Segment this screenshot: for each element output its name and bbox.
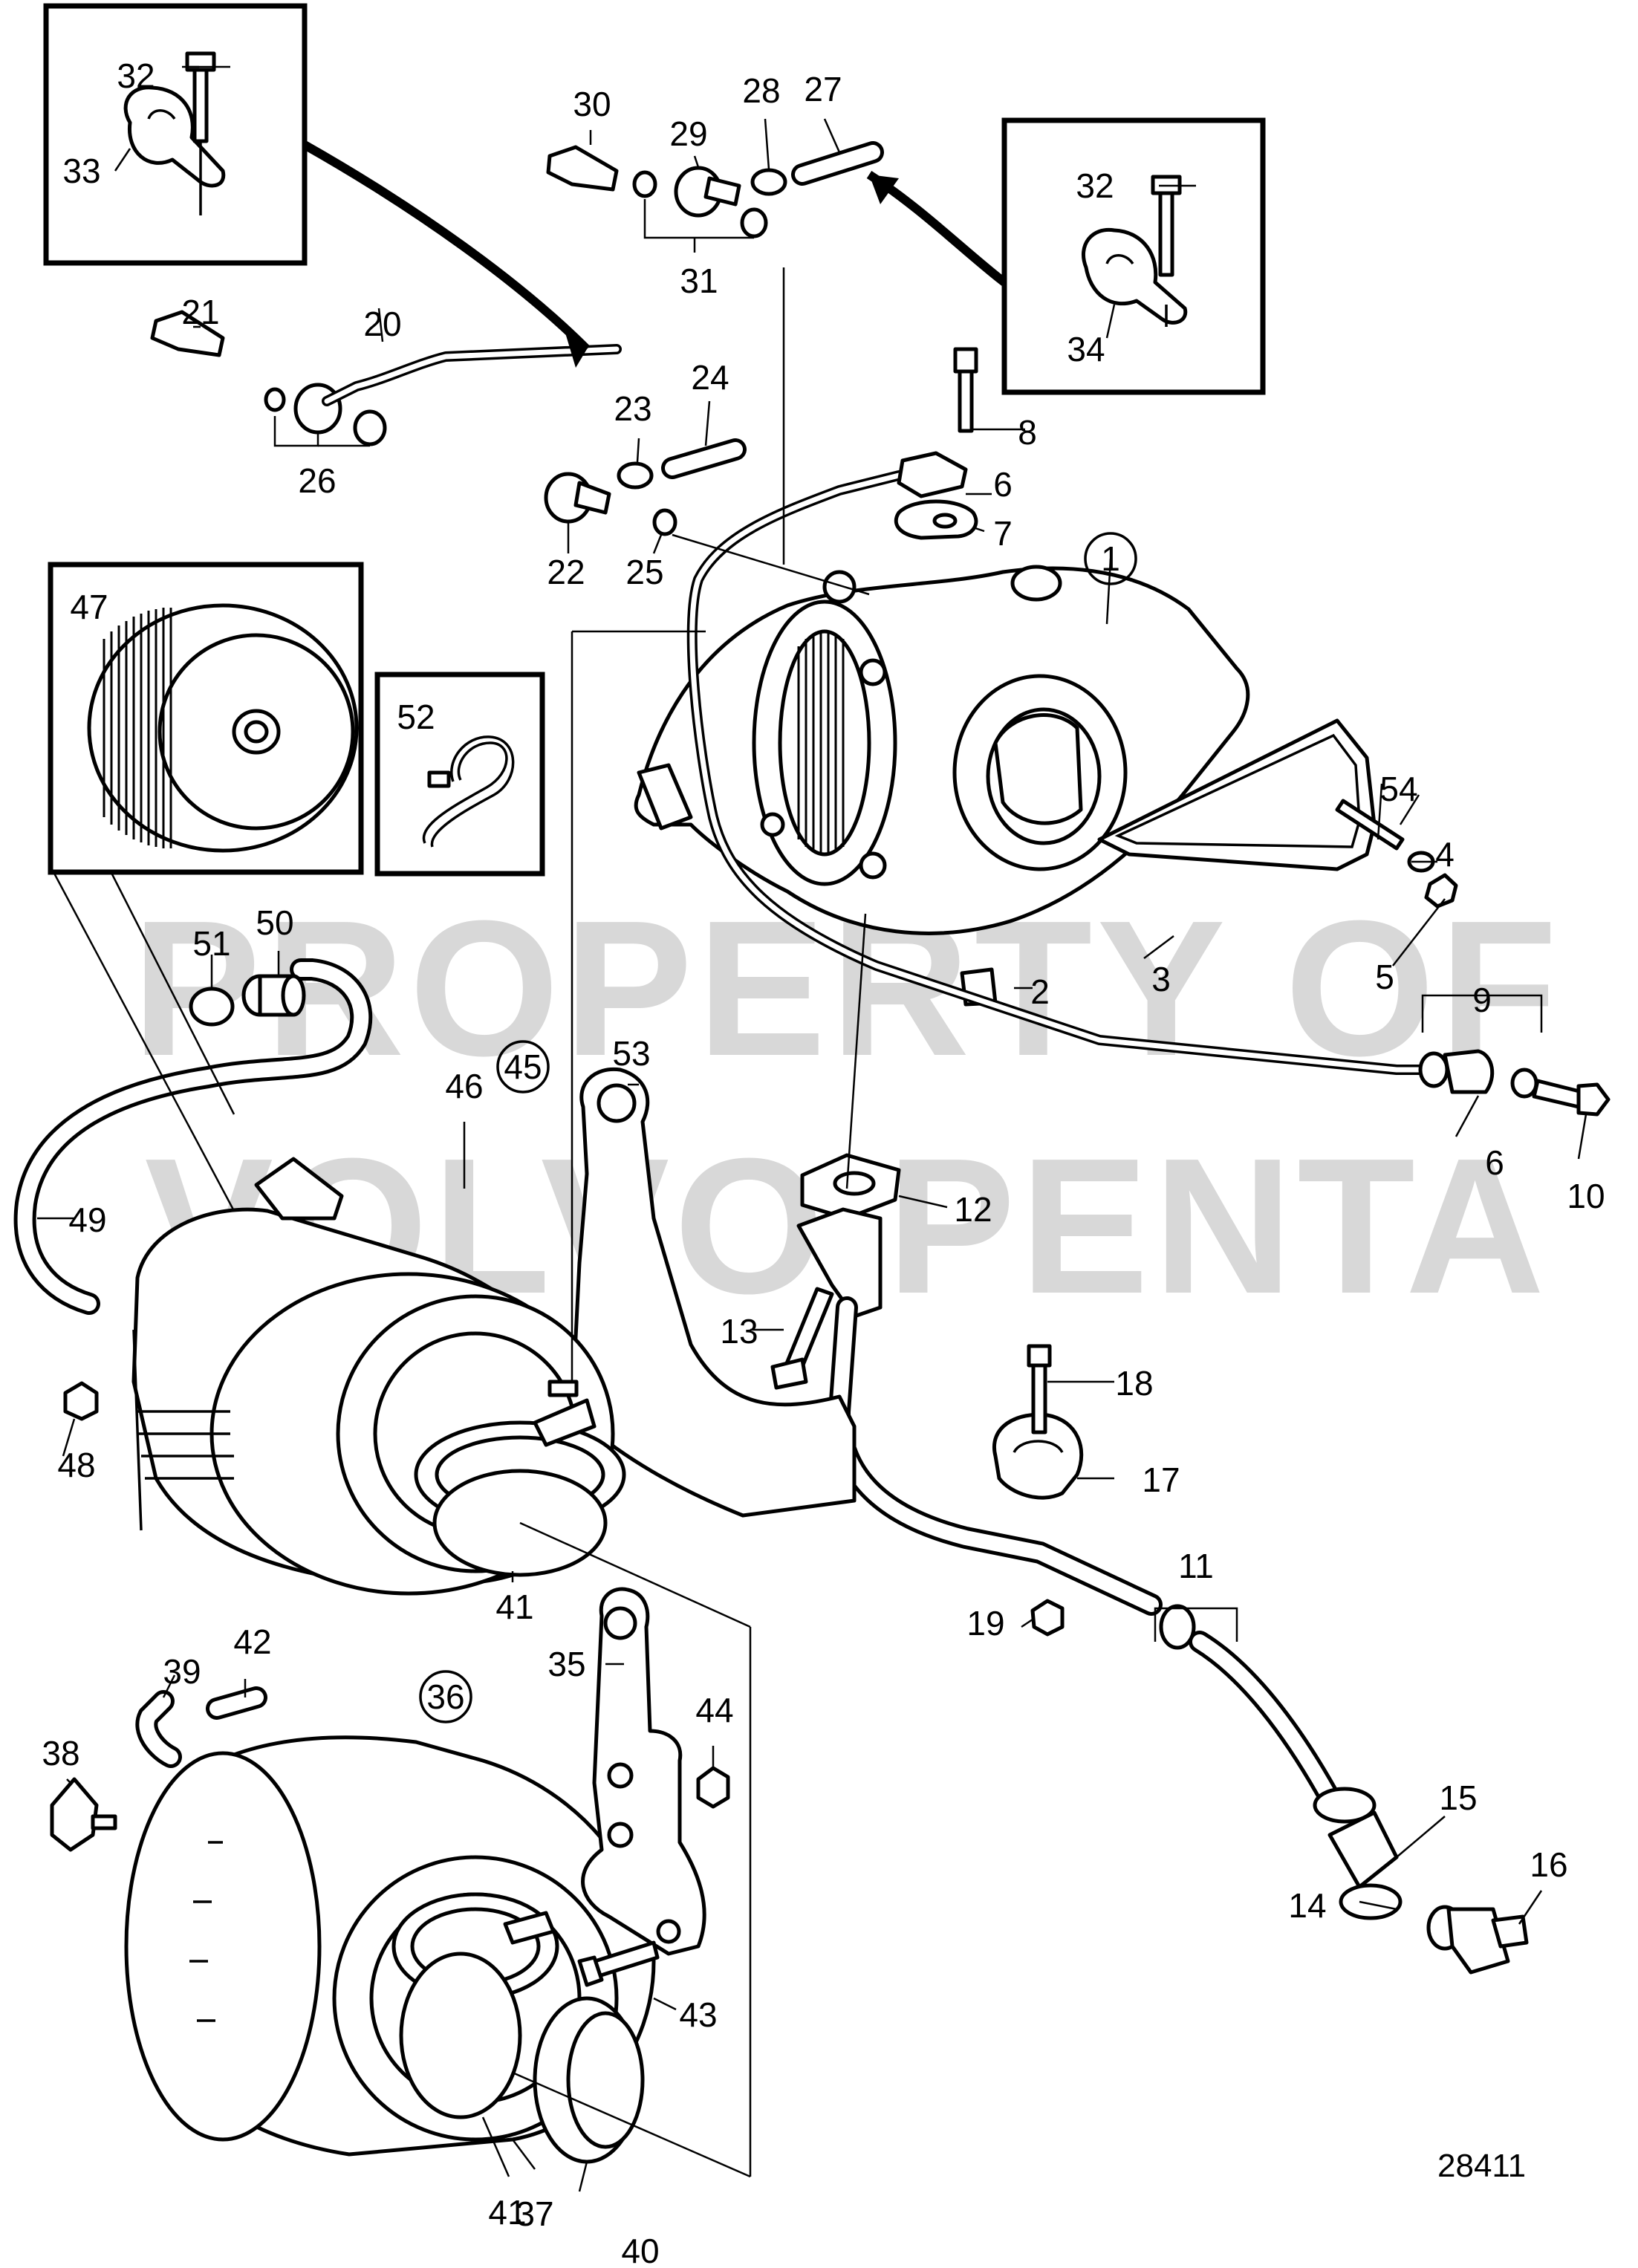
callout-26: 26: [298, 461, 336, 500]
callout-4: 4: [1435, 835, 1455, 874]
gasket-3: [1097, 718, 1377, 871]
callout-37: 37: [516, 2194, 553, 2233]
callout-23: 23: [614, 389, 651, 428]
knob-38: [50, 1777, 117, 1852]
callout-19: 19: [966, 1604, 1004, 1642]
clip-23: [617, 461, 654, 490]
callout-2: 2: [1030, 972, 1050, 1011]
callout-8: 8: [1018, 413, 1037, 452]
callout-35: 35: [547, 1645, 585, 1683]
callout-32-left: 32: [117, 56, 155, 95]
inset-filter-47: [48, 562, 364, 875]
callout-46: 46: [445, 1067, 483, 1105]
callout-16: 16: [1530, 1845, 1567, 1884]
callout-36: 36: [426, 1677, 464, 1716]
callout-54: 54: [1379, 770, 1417, 808]
callout-40: 40: [621, 2232, 659, 2268]
callout-7: 7: [993, 514, 1013, 553]
adapter-40: [533, 1996, 645, 2164]
bracket-53-hole: [597, 1083, 637, 1123]
nut-44: [696, 1766, 730, 1809]
nut-19: [1030, 1599, 1065, 1637]
callout-52: 52: [397, 698, 435, 736]
clamp-51: [189, 987, 235, 1027]
callout-6-right: 6: [1485, 1143, 1504, 1182]
callout-11: 11: [1178, 1547, 1214, 1585]
callout-14: 14: [1288, 1886, 1326, 1925]
callout-9: 9: [1472, 981, 1492, 1019]
elbow-16: [1426, 1905, 1529, 1975]
stud-54: [1335, 799, 1405, 851]
bracket-35-hole: [603, 1606, 637, 1640]
callout-30: 30: [573, 85, 611, 123]
washer-25: [652, 508, 677, 536]
callout-25: 25: [625, 553, 663, 591]
bolt-43: [577, 1940, 660, 1987]
inset-clamp-33: [43, 3, 308, 266]
document-number: 28411: [1437, 2148, 1526, 2184]
callout-6-top: 6: [993, 465, 1013, 504]
callout-45: 45: [504, 1047, 542, 1086]
nut-5: [1424, 873, 1458, 909]
leader-lines: [37, 65, 1587, 2192]
callout-53: 53: [612, 1034, 650, 1073]
connector-50: [241, 974, 306, 1017]
turbocharger: [634, 565, 1250, 935]
callout-24: 24: [691, 358, 729, 397]
bracket-35: [581, 1587, 706, 1956]
callout-18: 18: [1115, 1364, 1153, 1403]
inset-clamp-34: [1001, 117, 1266, 395]
inset-tie-52: [374, 672, 545, 877]
inset-arrow-left: [302, 140, 591, 353]
pipe-20-assembly: [150, 310, 387, 446]
inset-arrow-left-head: [565, 331, 587, 368]
callout-12: 12: [954, 1190, 992, 1229]
callout-22: 22: [547, 553, 585, 591]
callout-13: 13: [720, 1312, 758, 1351]
banjo-assembly-29: [546, 145, 787, 238]
callout-29: 29: [669, 114, 707, 153]
callout-5: 5: [1375, 958, 1394, 996]
callout-48: 48: [57, 1446, 95, 1484]
callout-43: 43: [679, 1995, 717, 2034]
callout-32-right: 32: [1076, 166, 1114, 205]
callout-49: 49: [68, 1200, 106, 1239]
callout-41-lower: 41: [488, 2193, 526, 2232]
hose-clamps-14-15: [1313, 1787, 1403, 1920]
callout-44: 44: [695, 1691, 733, 1729]
callout-38: 38: [42, 1734, 79, 1773]
callout-20: 20: [363, 305, 401, 343]
hose-end: [1159, 1604, 1196, 1650]
callout-28: 28: [742, 71, 780, 110]
bolt-13: [770, 1287, 834, 1390]
callout-3: 3: [1151, 960, 1171, 998]
callout-27: 27: [804, 70, 842, 108]
callout-47: 47: [70, 588, 108, 626]
callout-labels: 1 2 3 4 5 6 6 7 8 9 10 11 12 13 14 15 16…: [42, 56, 1605, 2268]
callout-42: 42: [233, 1622, 271, 1661]
callout-1: 1: [1101, 539, 1120, 578]
flange-12: [796, 1153, 901, 1319]
callout-31: 31: [680, 261, 718, 300]
callout-50: 50: [256, 903, 293, 942]
callout-15: 15: [1439, 1778, 1477, 1817]
circled-callouts: [419, 532, 1137, 1723]
callout-34: 34: [1067, 330, 1105, 368]
callout-41-upper: 41: [495, 1588, 533, 1626]
clamp-17: [992, 1344, 1084, 1500]
banjo-fitting-right: [1418, 1049, 1611, 1117]
callout-51: 51: [192, 924, 230, 963]
inset-arrow-right-head: [869, 175, 899, 204]
callout-21: 21: [181, 293, 219, 331]
clamp-41-lower: [391, 1892, 559, 2119]
banjo-fitting-top: [894, 347, 978, 540]
callout-10: 10: [1567, 1177, 1605, 1215]
callout-17: 17: [1142, 1460, 1180, 1499]
bracket-53: [570, 1067, 857, 1518]
callout-33: 33: [62, 152, 100, 190]
nut-48: [63, 1381, 99, 1421]
callout-39: 39: [163, 1652, 201, 1691]
